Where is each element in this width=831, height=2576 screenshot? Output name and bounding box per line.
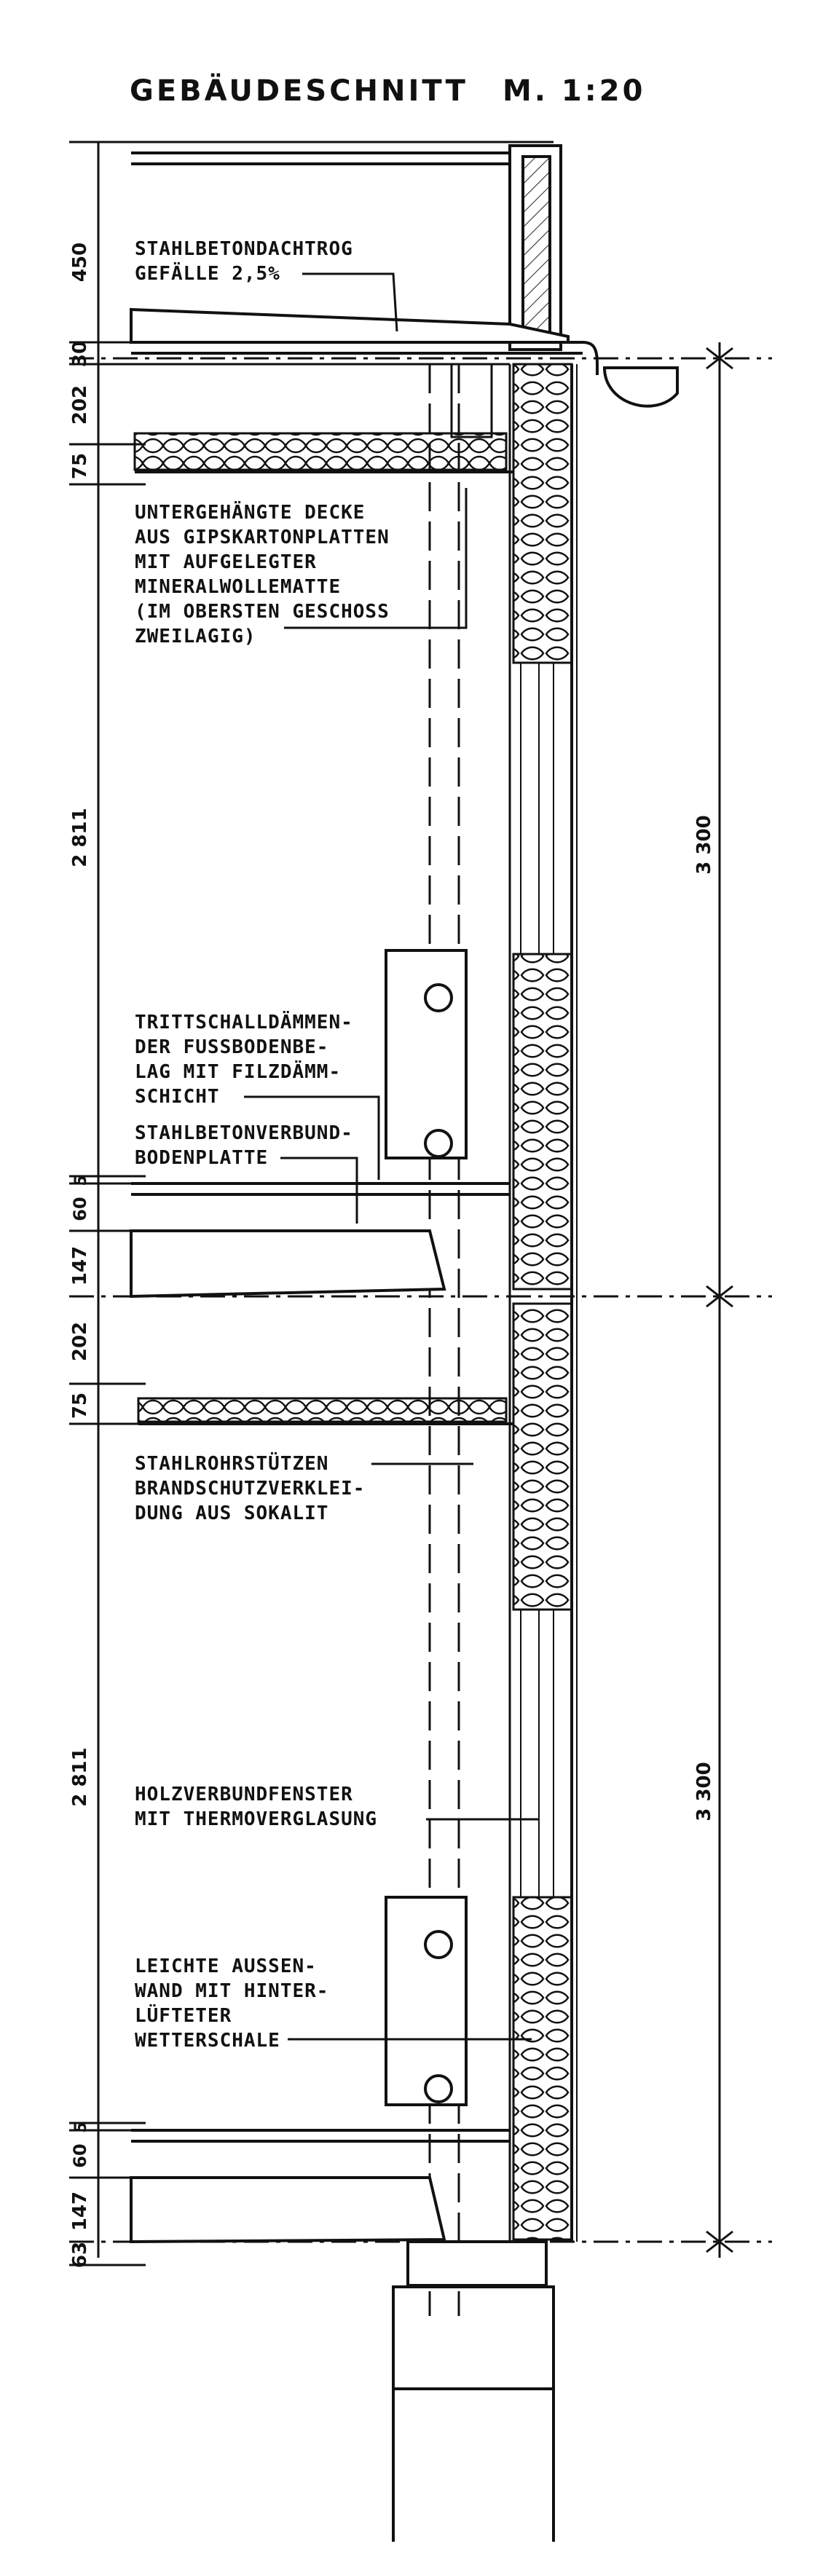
annotation-roof: STAHLBETONDACHTROG GEFÄLLE 2,5% — [135, 238, 398, 332]
label-window-line2: MIT THERMOVERGLASUNG — [135, 1808, 377, 1830]
dim-3300-lower: 3 300 — [693, 1762, 715, 1821]
label-roof-line2: GEFÄLLE 2,5% — [135, 261, 280, 285]
label-ceiling-line2: AUS GIPSKARTONPLATTEN — [135, 527, 390, 548]
roof-trough — [130, 144, 679, 408]
dim-147-upper: 147 — [69, 1246, 91, 1285]
dim-202-mid: 202 — [69, 1322, 91, 1361]
annotation-impact-sound: TRITTSCHALLDÄMMEN- DER FUSSBODENBE- LAG … — [135, 1010, 380, 1180]
annotation-column: STAHLROHRSTÜTZEN BRANDSCHUTZVERKLEI- DUN… — [135, 1451, 473, 1524]
label-ceiling-line3: MIT AUFGELEGTER — [135, 551, 317, 573]
label-impact-line4: SCHICHT — [135, 1086, 220, 1108]
exterior-wall — [508, 363, 578, 2242]
dim-75-mid: 75 — [69, 1393, 91, 1419]
top-ceiling — [133, 363, 513, 473]
label-column-line3: DUNG AUS SOKALIT — [135, 1502, 328, 1524]
annotation-wall: LEICHTE AUSSEN- WAND MIT HINTER- LÜFTETE… — [135, 1955, 532, 2052]
dim-5-lower: 5 — [72, 2122, 90, 2132]
dim-2811-lower: 2 811 — [69, 1747, 91, 1806]
label-ceiling-line5: (IM OBERSTEN GESCHOSS — [135, 601, 390, 623]
label-slab-line1: STAHLBETONVERBUND- — [135, 1122, 353, 1144]
drawing-scale: M. 1:20 — [503, 74, 645, 108]
label-ceiling-line6: ZWEILAGIG) — [135, 626, 256, 647]
label-ceiling-line4: MINERALWOLLEMATTE — [135, 576, 341, 598]
dim-202-top: 202 — [69, 385, 91, 425]
annotation-window: HOLZVERBUNDFENSTER MIT THERMOVERGLASUNG — [135, 1784, 539, 1830]
floor-slab-upper — [130, 949, 513, 1425]
label-ceiling-line1: UNTERGEHÄNGTE DECKE — [135, 500, 365, 524]
dim-450: 450 — [69, 243, 91, 282]
floor-slab-lower — [130, 1896, 555, 2542]
dim-3300-upper: 3 300 — [693, 815, 715, 874]
label-impact-line1: TRITTSCHALLDÄMMEN- — [135, 1010, 353, 1033]
label-wall-line3: LÜFTETER — [135, 2003, 232, 2027]
dim-30: 30 — [69, 341, 91, 367]
label-impact-line2: DER FUSSBODENBE- — [135, 1036, 328, 1058]
dim-75-top: 75 — [69, 453, 91, 479]
dim-63: 63 — [69, 2242, 91, 2268]
label-wall-line2: WAND MIT HINTER- — [135, 1980, 328, 2002]
dim-2811-upper: 2 811 — [69, 808, 91, 867]
dim-60-lower: 60 — [70, 2143, 90, 2167]
label-wall-line4: WETTERSCHALE — [135, 2030, 280, 2052]
dim-147-lower: 147 — [69, 2191, 91, 2231]
label-window-line1: HOLZVERBUNDFENSTER — [135, 1784, 353, 1805]
left-dimension-values: 450 30 202 75 2 811 5 60 147 202 75 2 81… — [69, 243, 91, 2268]
annotation-slab: STAHLBETONVERBUND- BODENPLATTE — [135, 1122, 358, 1224]
dim-60-upper: 60 — [70, 1197, 90, 1221]
label-slab-line2: BODENPLATTE — [135, 1147, 268, 1169]
label-roof-line1: STAHLBETONDACHTROG — [135, 238, 353, 260]
label-wall-line1: LEICHTE AUSSEN- — [135, 1955, 317, 1977]
label-impact-line3: LAG MIT FILZDÄMM- — [135, 1060, 341, 1083]
dim-5-upper: 5 — [72, 1175, 90, 1186]
right-dimension-chain — [706, 342, 733, 2258]
label-column-line2: BRANDSCHUTZVERKLEI- — [135, 1478, 365, 1500]
label-column-line1: STAHLROHRSTÜTZEN — [135, 1451, 328, 1475]
drawing-title: GEBÄUDESCHNITT — [130, 73, 468, 108]
annotation-ceiling: UNTERGEHÄNGTE DECKE AUS GIPSKARTONPLATTE… — [135, 488, 468, 647]
